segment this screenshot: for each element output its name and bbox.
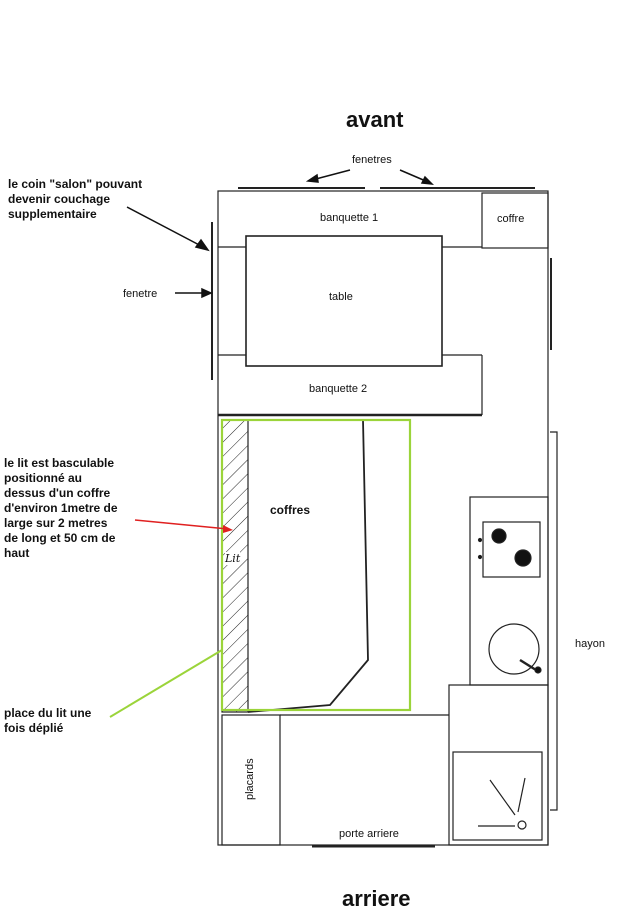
annotation-line: large sur 2 metres <box>4 516 108 530</box>
arrow <box>311 169 351 181</box>
label-rear: arriere <box>342 886 411 911</box>
annotation-line: devenir couchage <box>8 192 111 206</box>
van-outline <box>217 190 549 846</box>
annotation-line: positionné au <box>4 471 82 485</box>
annotation-line: place du lit une <box>4 706 92 720</box>
annotation-line: haut <box>4 546 30 560</box>
cupboards-box <box>221 714 281 846</box>
label-window-left: fenetre <box>123 288 158 300</box>
annotation-line: de long et 50 cm de <box>4 531 116 545</box>
annotation-salon: le coin "salon" pouvant devenir couchage… <box>8 177 142 222</box>
rear-block <box>448 684 549 846</box>
label-table: table <box>329 291 353 303</box>
annotation-line: supplementaire <box>8 207 97 221</box>
label-bench1: banquette 1 <box>320 212 379 224</box>
annotation-bed-unfolded: place du lit une fois déplié <box>4 706 91 736</box>
kitchen-counter <box>469 496 549 686</box>
label-windows-top: fenetres <box>352 154 392 166</box>
rear-box <box>452 751 543 841</box>
green-pointer <box>109 649 223 718</box>
label-chest: coffre <box>497 213 525 225</box>
chest-box <box>481 192 549 249</box>
annotation-line: fois déplié <box>4 721 64 735</box>
burner-icon <box>514 549 532 567</box>
annotation-line: dessus d'un coffre <box>4 486 111 500</box>
sink <box>488 623 540 675</box>
bed-hatch <box>221 419 249 713</box>
tailgate-bracket <box>550 431 558 811</box>
stove <box>482 521 541 578</box>
annotation-bed-tilt: le lit est basculable positionné au dess… <box>4 456 118 561</box>
tap-icon <box>519 658 537 672</box>
label-bench2: banquette 2 <box>309 383 368 395</box>
label-bed: Lit <box>225 552 241 565</box>
bed-unfolded-outline <box>220 418 412 712</box>
label-rear-door: porte arriere <box>339 828 399 840</box>
label-tailgate: hayon <box>575 638 605 650</box>
label-chests: coffres <box>270 503 311 517</box>
annotation-line: le lit est basculable <box>4 456 115 470</box>
annotation-line: d'environ 1metre de <box>4 501 118 515</box>
chests-outline <box>247 419 369 713</box>
label-front: avant <box>346 107 404 132</box>
annotation-line: le coin "salon" pouvant <box>8 177 143 191</box>
label-cupboards: placards <box>244 758 256 800</box>
red-arrow <box>134 519 229 530</box>
table-rect <box>245 235 443 367</box>
burner-icon <box>491 528 507 544</box>
arrow <box>126 206 206 249</box>
